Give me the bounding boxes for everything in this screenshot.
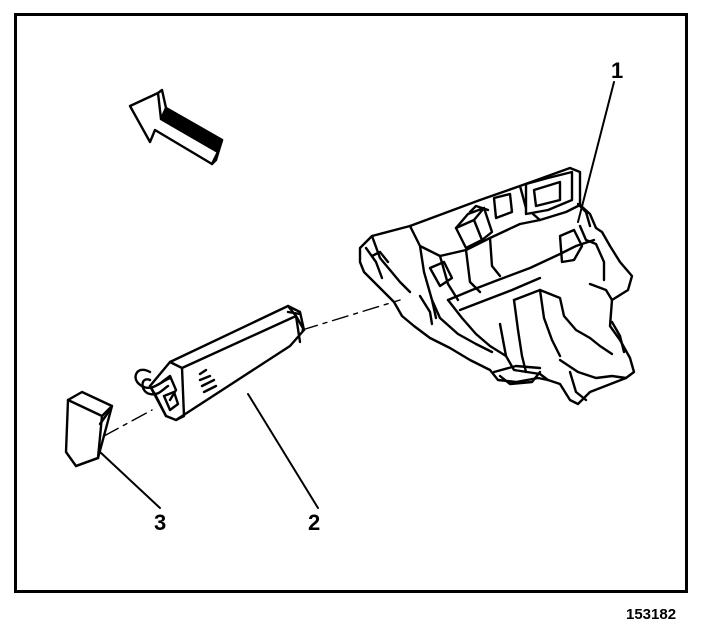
- filter-icon: [64, 390, 114, 468]
- heater-core-icon: [134, 304, 306, 422]
- leader-lines: [99, 81, 615, 509]
- arrow-icon: [128, 88, 224, 166]
- hvac-module-icon: [358, 166, 636, 406]
- leader-line-3: [99, 451, 161, 509]
- leader-line-2: [247, 393, 319, 509]
- callout-1: 1: [611, 58, 624, 83]
- figure-number: 153182: [626, 606, 677, 623]
- leader-line-1: [577, 81, 615, 223]
- assembly-centerline: [103, 299, 401, 437]
- callout-3: 3: [154, 510, 167, 535]
- callout-2: 2: [308, 510, 321, 535]
